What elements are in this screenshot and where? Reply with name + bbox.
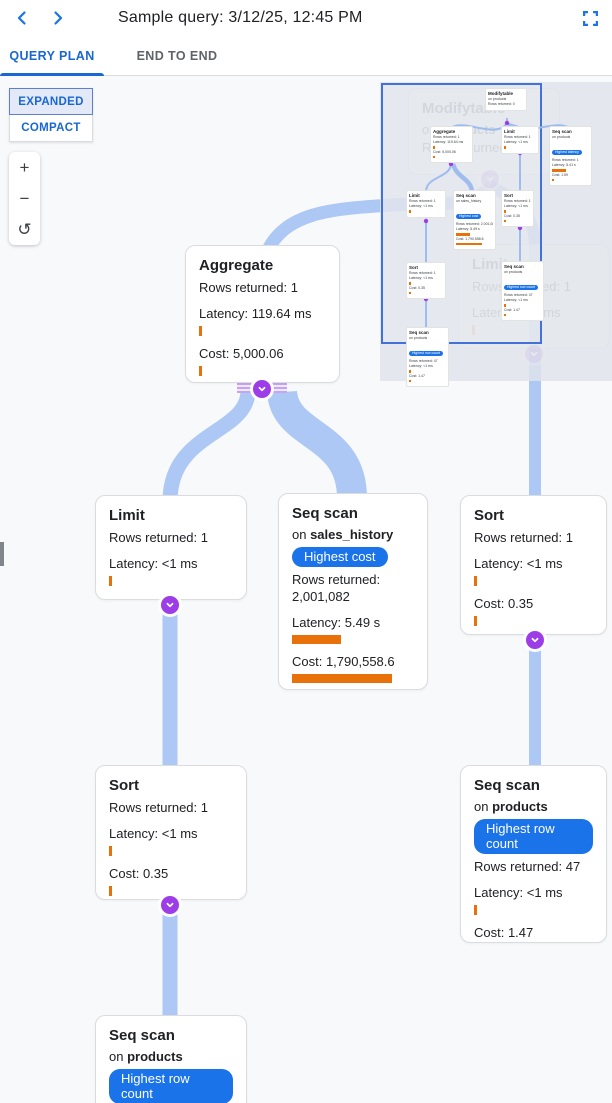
minimap-metric-bar [409,282,411,285]
node-aggregate[interactable]: Aggregate Rows returned: 1 Latency: 119.… [185,245,340,383]
node-sort-left[interactable]: Sort Rows returned: 1 Latency: <1 ms Cos… [95,765,247,900]
chevron-left-icon [17,11,26,25]
pane-drag-handle[interactable] [0,542,4,566]
chevron-down-icon [258,386,266,392]
compact-button[interactable]: COMPACT [9,115,93,142]
highest-row-count-badge: Highest row count [474,819,593,854]
forward-button[interactable] [44,4,72,32]
node-seqscan-products-bottom[interactable]: Seq scan on products Highest row count R… [95,1015,247,1103]
reset-view-button[interactable]: ↺ [9,214,40,245]
minimap-metric-bar [433,155,435,158]
latency-metric-bar [109,846,112,856]
minimap-metric-bar [409,291,411,294]
chevron-down-icon [166,902,174,908]
collapse-aggregate-button[interactable] [253,380,271,398]
node-limit[interactable]: Limit Rows returned: 1 Latency: <1 ms [95,495,247,600]
cost-metric-bar [199,366,202,376]
tab-query-plan[interactable]: QUERY PLAN [0,36,104,75]
cost-metric-bar [292,674,392,683]
fullscreen-icon [582,10,598,26]
tab-bar: QUERY PLAN END TO END [0,36,612,76]
zoom-in-button[interactable]: + [9,152,40,183]
minimap-metric-bar [504,146,506,149]
latency-metric-bar [199,326,202,336]
minimap-metric-bar [504,219,506,222]
active-tab-indicator [0,73,104,76]
latency-metric-bar [474,905,477,915]
highest-cost-badge: Highest cost [292,547,388,567]
zoom-out-button[interactable]: − [9,183,40,214]
view-mode-toggle: EXPANDED COMPACT [9,88,93,142]
minimap-metric-bar [456,242,482,245]
minimap-metric-bar [504,313,506,316]
node-seqscan-sales-history[interactable]: Seq scan on sales_history Highest cost R… [278,493,428,690]
minimap-metric-bar [409,210,411,213]
latency-metric-bar [292,635,341,644]
latency-metric-bar [474,576,477,586]
node-seqscan-products-right[interactable]: Seq scan on products Highest row count R… [460,765,607,943]
cost-metric-bar [109,886,112,896]
latency-metric-bar [109,576,112,586]
highest-row-count-badge: Highest row count [109,1069,233,1103]
zoom-controls: + − ↺ [9,152,40,245]
tab-end-to-end[interactable]: END TO END [122,36,232,75]
back-button[interactable] [8,4,36,32]
fullscreen-button[interactable] [576,4,604,32]
header: Sample query: 3/12/25, 12:45 PM [0,0,612,36]
collapse-sort-right-button[interactable] [526,631,544,649]
minimap-metric-bar [409,370,411,373]
collapse-sort-left-button[interactable] [161,896,179,914]
chevron-down-icon [531,637,539,643]
node-sort-right[interactable]: Sort Rows returned: 1 Latency: <1 ms Cos… [460,495,607,635]
minimap-metric-bar [504,304,506,307]
minimap-metric-bar [504,210,506,213]
cost-metric-bar [474,616,477,626]
expanded-button[interactable]: EXPANDED [9,88,93,115]
chevron-right-icon [54,11,63,25]
minimap-metric-bar [433,146,435,149]
query-plan-canvas[interactable]: Modifytable on products Rows returned: 0… [0,76,612,1103]
minimap-metric-bar [552,169,566,172]
minimap-metric-bar [409,379,411,382]
chevron-down-icon [166,602,174,608]
page-title: Sample query: 3/12/25, 12:45 PM [118,9,363,26]
minimap-metric-bar [456,233,470,236]
minimap-metric-bar [552,178,554,181]
collapse-limit-button[interactable] [161,596,179,614]
